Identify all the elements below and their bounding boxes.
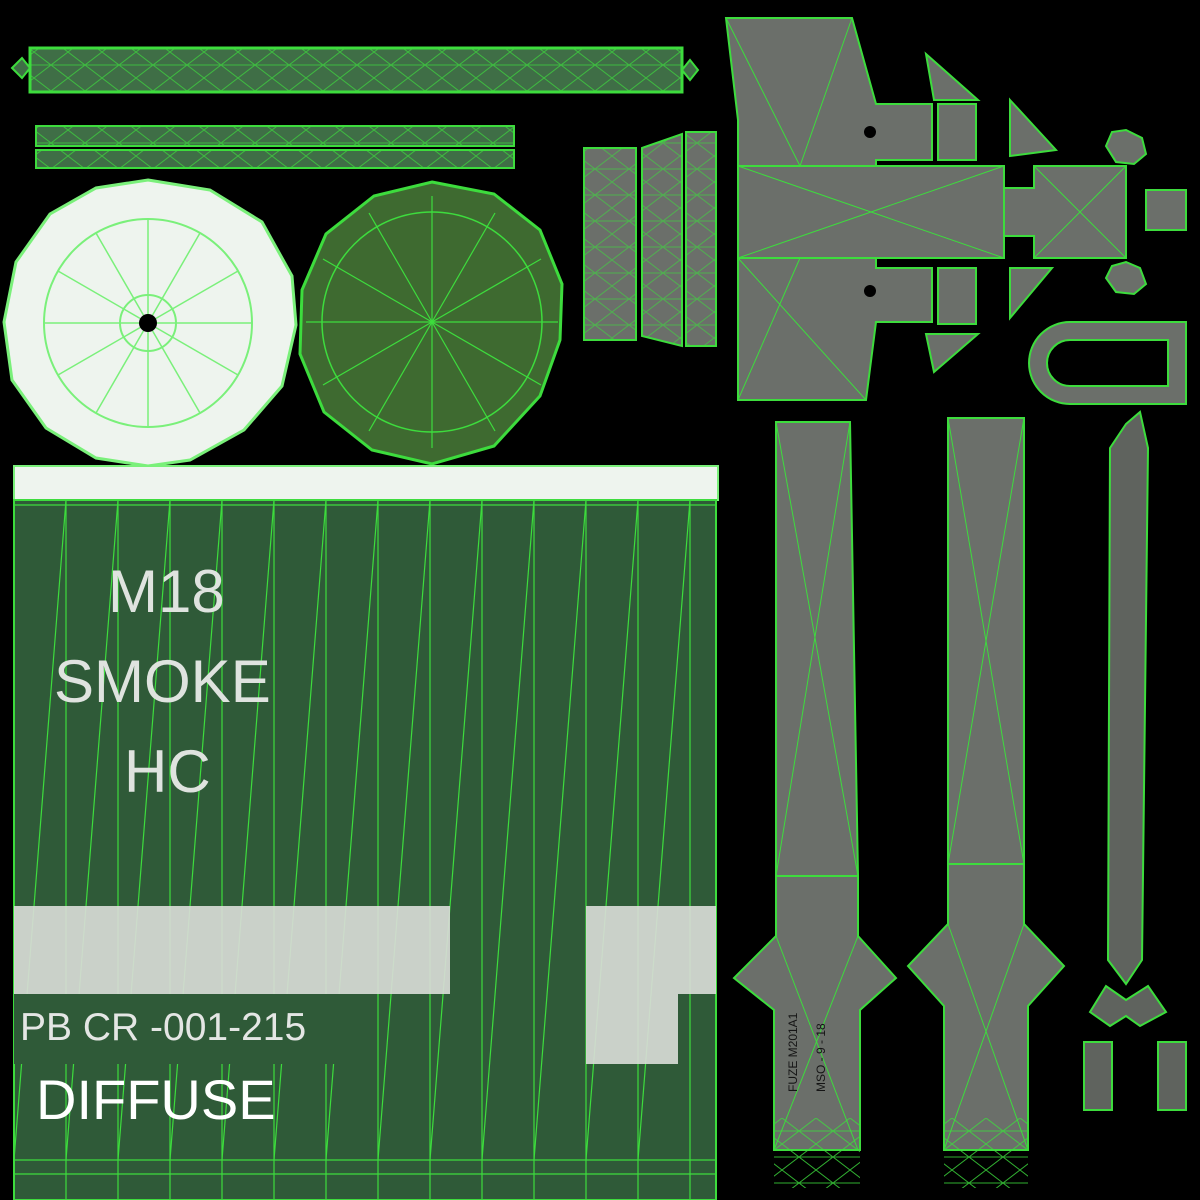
canister-label-hc: HC [124,738,211,805]
thin-strip-lower [35,149,515,169]
canister-lot-number: PB CR -001-215 [20,1006,307,1049]
fuze-body-strip-1 [732,421,898,1188]
lever-wire-lines [725,17,1127,401]
top-cap-disc [2,178,298,468]
bottom-cap-disc [298,180,564,466]
lever-hole-upper [864,126,876,138]
fuze-model-label: FUZE M201A1 [786,1012,800,1092]
lever-hole-lower [864,285,876,297]
ring-pin-strip [1083,410,1187,1111]
top-rod-strip [10,46,700,94]
fuze-code-label: MSO - 9 - 18 [814,1023,828,1092]
thin-strip-upper [35,125,515,147]
canister-label-m18: M18 [108,558,225,625]
map-type-label: DIFFUSE [36,1068,276,1131]
fuze-body-strip-2 [906,417,1066,1188]
lever-assembly [724,17,1187,405]
canister-label-smoke: SMOKE [54,648,271,715]
fuze-strip-group [583,131,717,348]
canister-body [13,465,719,1200]
